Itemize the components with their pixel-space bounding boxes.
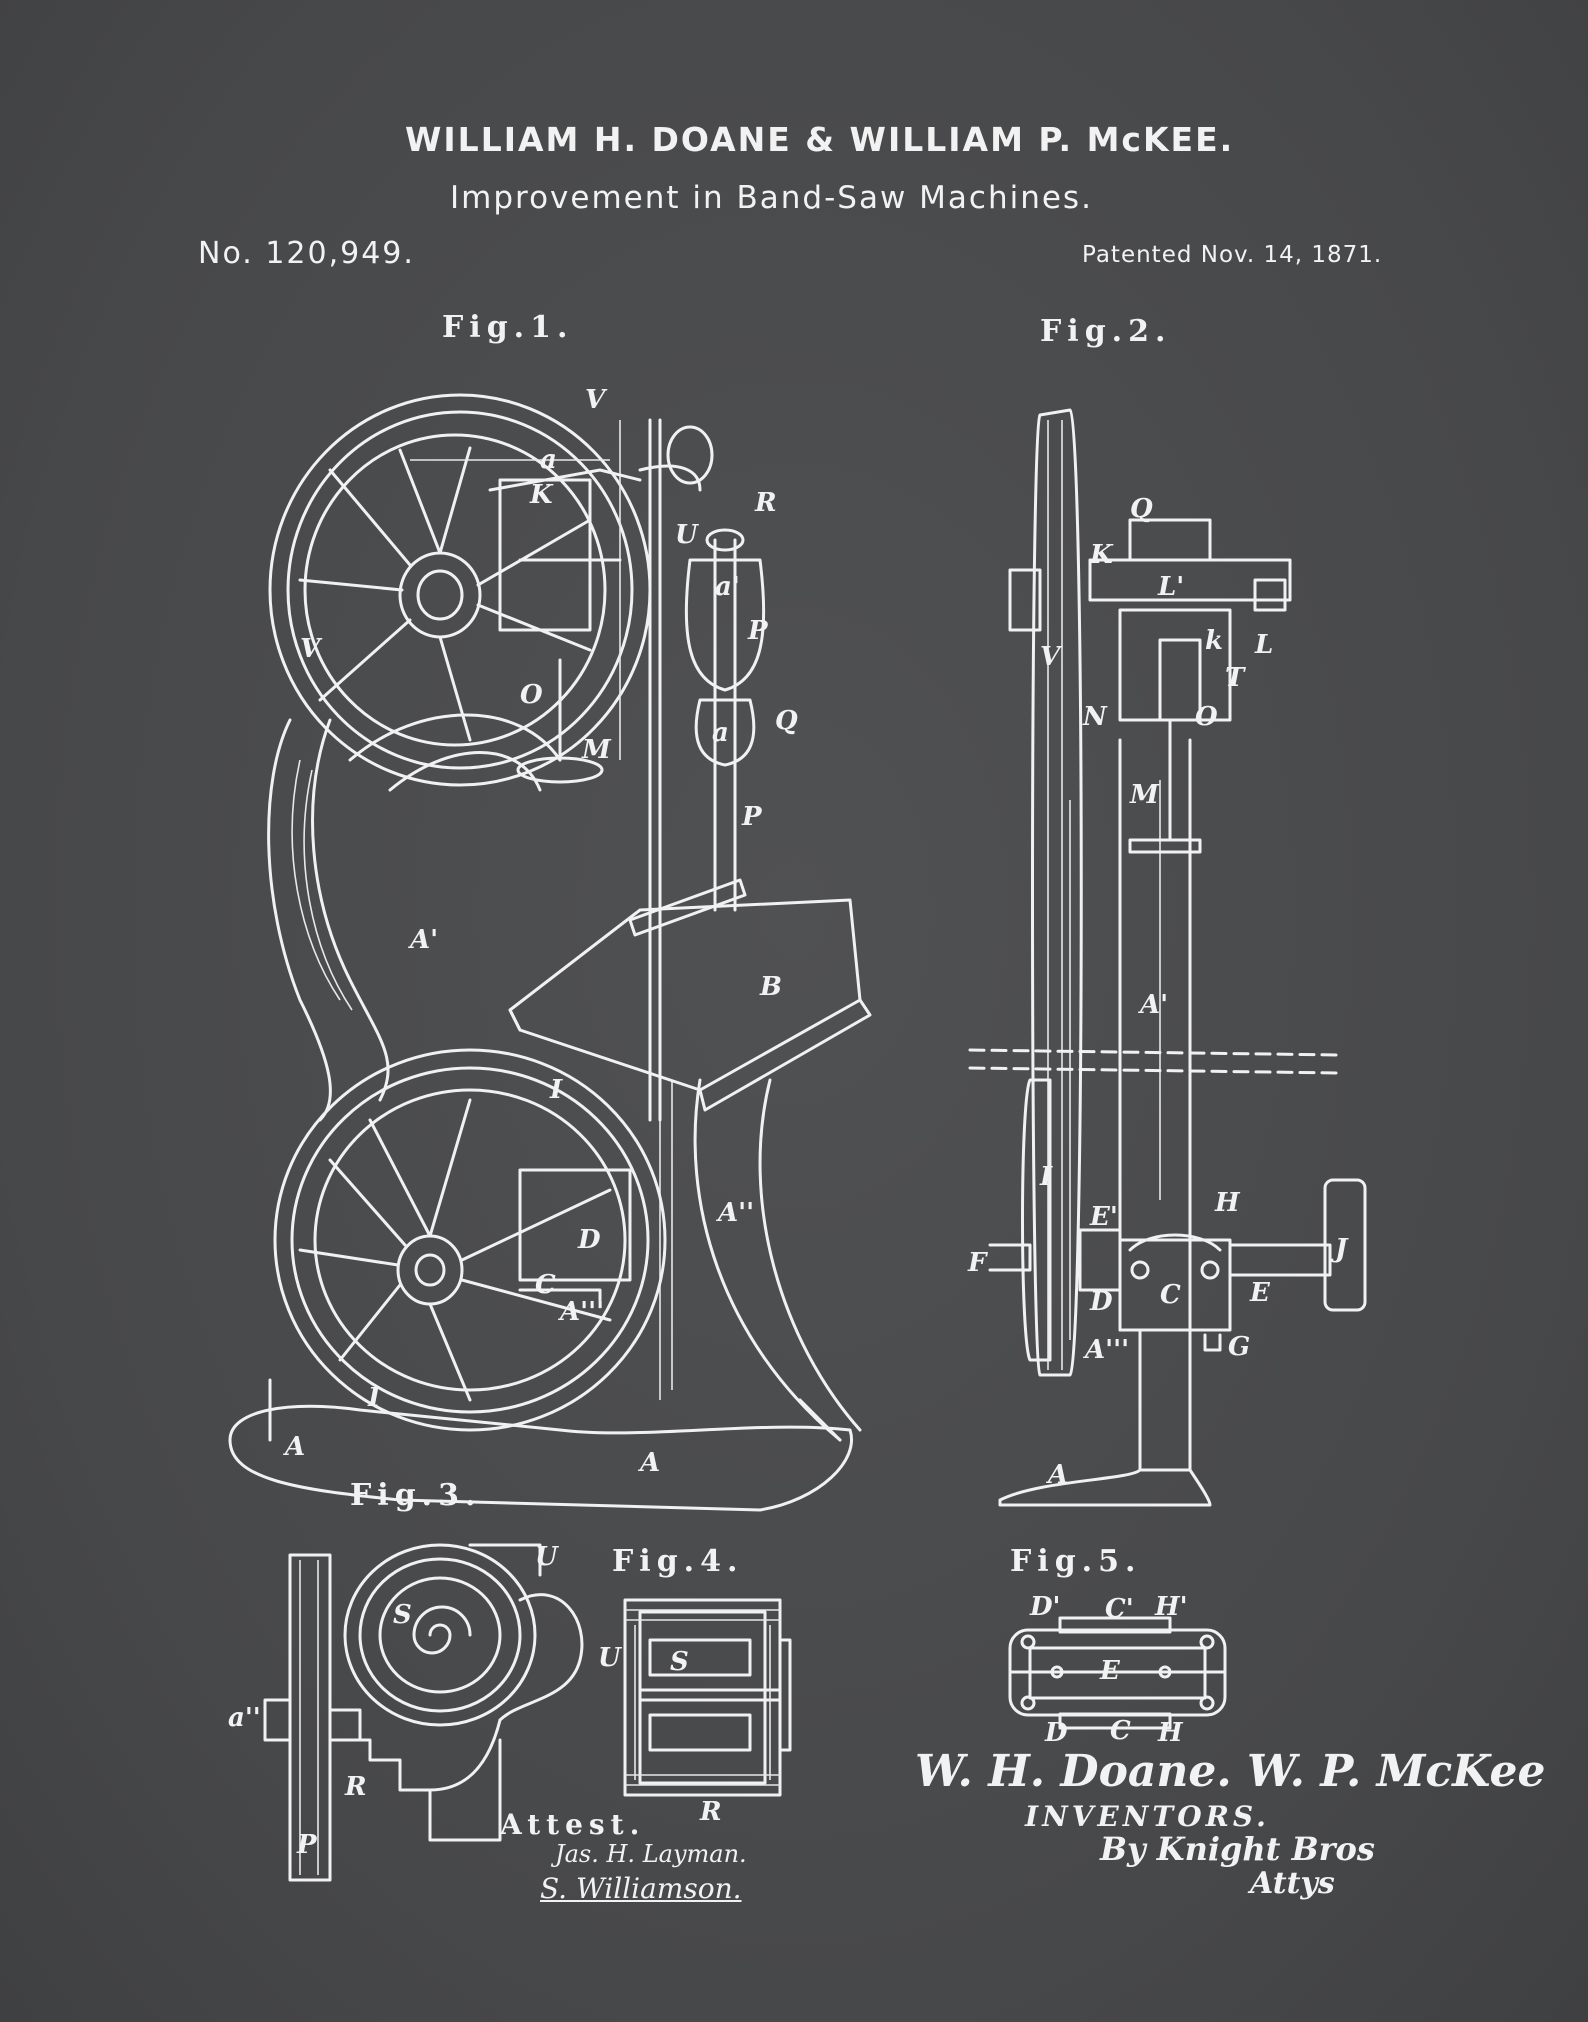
fig2-label-C: C <box>1160 1280 1181 1310</box>
fig3-label-a-double-prime: a'' <box>228 1703 261 1733</box>
witness-2-signature: S. Williamson. <box>540 1872 742 1905</box>
fig1-label-I-lower: I <box>368 1383 381 1413</box>
fig1-label-a-lower: a <box>712 718 729 748</box>
fig2-label-H: H <box>1215 1188 1240 1218</box>
witness-1-signature: Jas. H. Layman. <box>555 1840 747 1868</box>
fig1-label-R: R <box>755 488 777 518</box>
figure-2-drawing <box>968 408 1367 1507</box>
fig2-label-A: A <box>1048 1460 1069 1490</box>
fig1-label-a: a <box>540 445 557 475</box>
figure-5-drawing <box>1008 1616 1227 1730</box>
fig1-label-P-lower: P <box>742 802 762 832</box>
fig1-label-I-upper: I <box>550 1075 563 1105</box>
fig2-label-L: L <box>1255 630 1274 660</box>
figure-1-caption: Fig.1. <box>442 310 574 345</box>
attorneys-suffix: Attys <box>1250 1866 1335 1901</box>
fig2-label-k: k <box>1205 626 1224 656</box>
fig2-label-T: T <box>1225 663 1245 693</box>
fig5-label-E: E <box>1100 1656 1120 1686</box>
fig2-label-F: F <box>968 1248 987 1278</box>
fig2-label-E: E <box>1250 1278 1270 1308</box>
fig3-label-P: P <box>297 1830 317 1860</box>
fig5-label-C-prime: C' <box>1105 1594 1134 1624</box>
fig1-label-U: U <box>675 520 698 550</box>
fig4-label-S: S <box>670 1647 689 1677</box>
fig1-label-A-double-prime: A'' <box>718 1198 755 1228</box>
fig5-label-H: H <box>1158 1718 1183 1748</box>
fig4-label-U: U <box>598 1643 621 1673</box>
fig1-label-C: C <box>535 1270 556 1300</box>
fig1-label-V-top: V <box>585 385 606 415</box>
fig1-label-a-prime: a' <box>715 572 740 602</box>
fig1-label-O: O <box>520 680 543 710</box>
figure-5-caption: Fig.5. <box>1010 1544 1142 1579</box>
fig5-label-D-prime: D' <box>1030 1592 1061 1622</box>
fig1-label-A-triple-prime: A''' <box>560 1297 605 1327</box>
patent-number: No. 120,949. <box>198 236 415 271</box>
fig1-label-Q: Q <box>775 706 798 736</box>
fig5-label-D: D <box>1045 1718 1068 1748</box>
fig1-label-A-prime: A' <box>410 925 439 955</box>
attorneys-signature: By Knight Bros <box>1100 1830 1375 1868</box>
fig3-label-U: U <box>535 1542 558 1572</box>
figure-3-drawing <box>263 1543 584 1882</box>
attest-label: Attest. <box>500 1808 646 1841</box>
fig2-label-L-prime: L' <box>1158 572 1185 602</box>
inventors-heading: WILLIAM H. DOANE & WILLIAM P. McKEE. <box>405 120 1235 159</box>
figure-4-caption: Fig.4. <box>612 1544 744 1579</box>
inventors-caption: INVENTORS. <box>1025 1800 1270 1833</box>
fig3-label-R: R <box>345 1772 367 1802</box>
fig2-label-Q: Q <box>1130 494 1153 524</box>
fig1-label-P-upper: P <box>748 616 768 646</box>
figure-2-caption: Fig.2. <box>1040 314 1172 349</box>
fig2-label-N: N <box>1083 702 1107 732</box>
fig1-label-D: D <box>578 1225 601 1255</box>
fig1-label-A-base-left: A <box>285 1432 306 1462</box>
figure-1-drawing <box>228 393 872 1512</box>
fig1-label-B: B <box>760 972 782 1002</box>
fig2-label-E-prime: E' <box>1090 1202 1118 1232</box>
fig2-label-O: O <box>1195 702 1218 732</box>
fig1-label-A-base-right: A <box>640 1448 661 1478</box>
fig2-label-D: D <box>1090 1287 1113 1317</box>
patent-title: Improvement in Band-Saw Machines. <box>450 180 1093 216</box>
fig4-label-R: R <box>700 1797 722 1827</box>
patent-date: Patented Nov. 14, 1871. <box>1082 242 1383 268</box>
fig2-label-G: G <box>1228 1332 1251 1362</box>
fig1-label-M: M <box>582 735 611 765</box>
figure-4-drawing <box>623 1598 792 1797</box>
fig5-label-H-prime: H' <box>1155 1592 1188 1622</box>
fig2-label-K: K <box>1090 540 1113 570</box>
fig2-label-I: I <box>1040 1162 1053 1192</box>
inventors-signature: W. H. Doane. W. P. McKee <box>915 1746 1546 1797</box>
fig5-label-C: C <box>1110 1716 1131 1746</box>
fig2-label-V: V <box>1040 642 1061 672</box>
fig1-label-V-left: V <box>300 634 321 664</box>
fig2-label-J: J <box>1335 1234 1348 1264</box>
fig1-label-K: K <box>530 480 553 510</box>
fig3-label-S: S <box>393 1600 412 1630</box>
fig2-label-M: M <box>1130 780 1159 810</box>
fig2-label-A-prime: A' <box>1140 990 1169 1020</box>
fig2-label-A-triple-prime: A''' <box>1085 1335 1130 1365</box>
